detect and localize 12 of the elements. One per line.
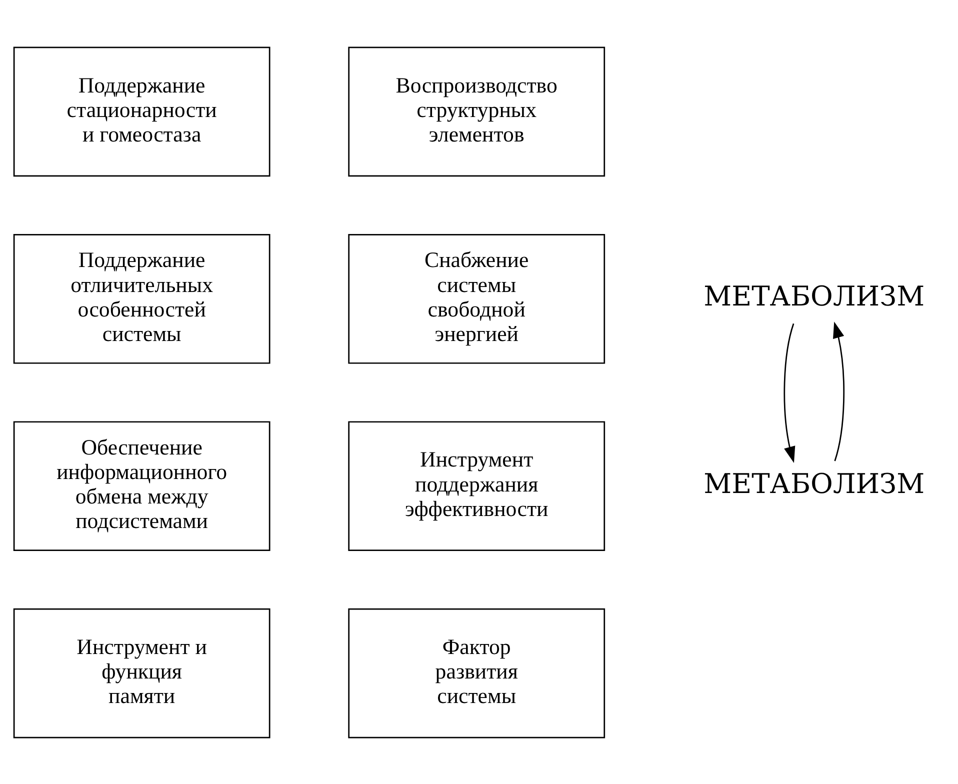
node-box: Обеспечение информационного обмена между подсистемами [13,420,270,550]
node-box: Снабжение системы свободной энергией [348,234,606,364]
node-box: Поддержание отличительных особенностей системы [13,234,270,364]
arrow [784,322,796,462]
node-box: Воспроизводство структурных элементов [348,46,606,176]
arrow [833,321,845,461]
node-box: Инструмент поддержания эффективности [348,420,606,550]
node-box: Поддержание стационарности и гомеостаза [13,46,270,176]
node-box: Инструмент и функция памяти [13,608,270,738]
node-text: МЕТАБОЛИЗМ [704,281,925,312]
node-box: Фактор развития системы [348,608,606,738]
node-text: МЕТАБОЛИЗМ [704,468,925,500]
